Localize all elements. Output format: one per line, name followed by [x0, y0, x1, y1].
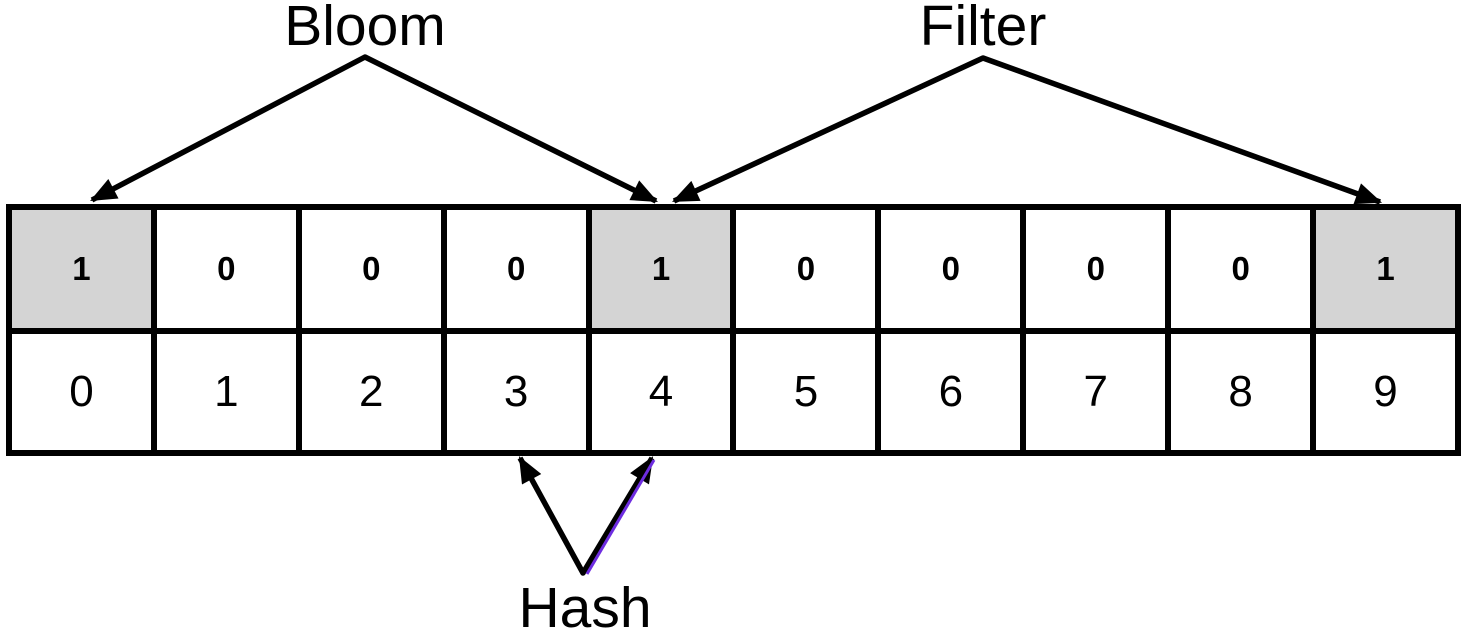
hash-label: Hash: [518, 576, 652, 640]
bloom-arrow: [90, 54, 658, 204]
bit-cell-0: 1: [12, 210, 151, 328]
index-cell-3: 3: [446, 334, 586, 450]
bit-cell-9: 1: [1316, 210, 1455, 328]
bloom-label: Bloom: [284, 0, 446, 58]
index-cell-4: 4: [591, 334, 731, 450]
bit-cell-7: 0: [1026, 210, 1166, 328]
filter-arrow: [672, 55, 1383, 205]
bit-cell-2: 0: [301, 210, 441, 328]
bit-cell-5: 0: [736, 210, 876, 328]
index-cell-6: 6: [881, 334, 1021, 450]
hash-arrow: [517, 456, 655, 576]
hash-arrow-accent: [585, 459, 656, 575]
bit-cell-4: 1: [591, 210, 731, 328]
index-cell-0: 0: [12, 334, 151, 450]
bit-cell-8: 0: [1171, 210, 1311, 328]
index-cell-1: 1: [156, 334, 296, 450]
bit-cell-6: 0: [881, 210, 1021, 328]
index-cell-5: 5: [736, 334, 876, 450]
filter-label: Filter: [919, 0, 1047, 58]
index-cell-7: 7: [1026, 334, 1166, 450]
bit-cell-1: 0: [156, 210, 296, 328]
index-cell-8: 8: [1171, 334, 1311, 450]
bit-cell-3: 0: [446, 210, 586, 328]
index-cell-9: 9: [1316, 334, 1455, 450]
index-cell-2: 2: [301, 334, 441, 450]
